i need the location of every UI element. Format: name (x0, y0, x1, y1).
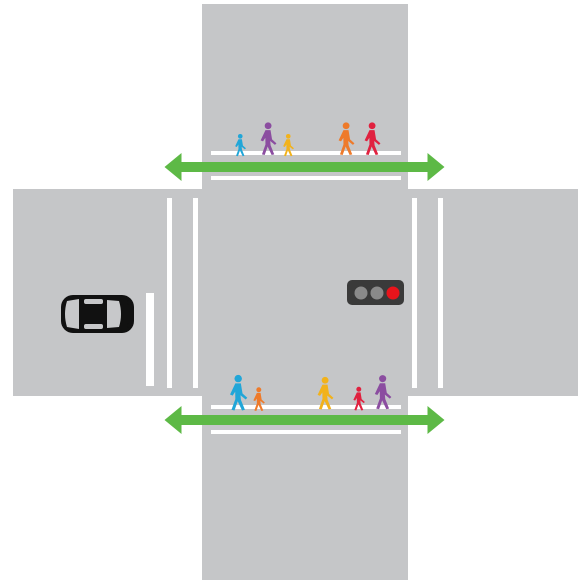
crosswalk-line (167, 198, 172, 388)
crosswalk-line (412, 198, 417, 388)
road-surface (13, 4, 578, 580)
signal-light-off (371, 287, 384, 300)
signal-light-red (387, 287, 400, 300)
traffic-signal (347, 280, 404, 305)
crosswalk-line (211, 405, 401, 409)
road-horizontal (13, 189, 578, 396)
crosswalk-line (193, 198, 198, 388)
crosswalk-line (211, 430, 401, 434)
crosswalk-line (438, 198, 443, 388)
stop-line (146, 293, 154, 386)
signal-light-off (355, 287, 368, 300)
crosswalk-line (211, 176, 401, 180)
car-icon (61, 295, 134, 333)
